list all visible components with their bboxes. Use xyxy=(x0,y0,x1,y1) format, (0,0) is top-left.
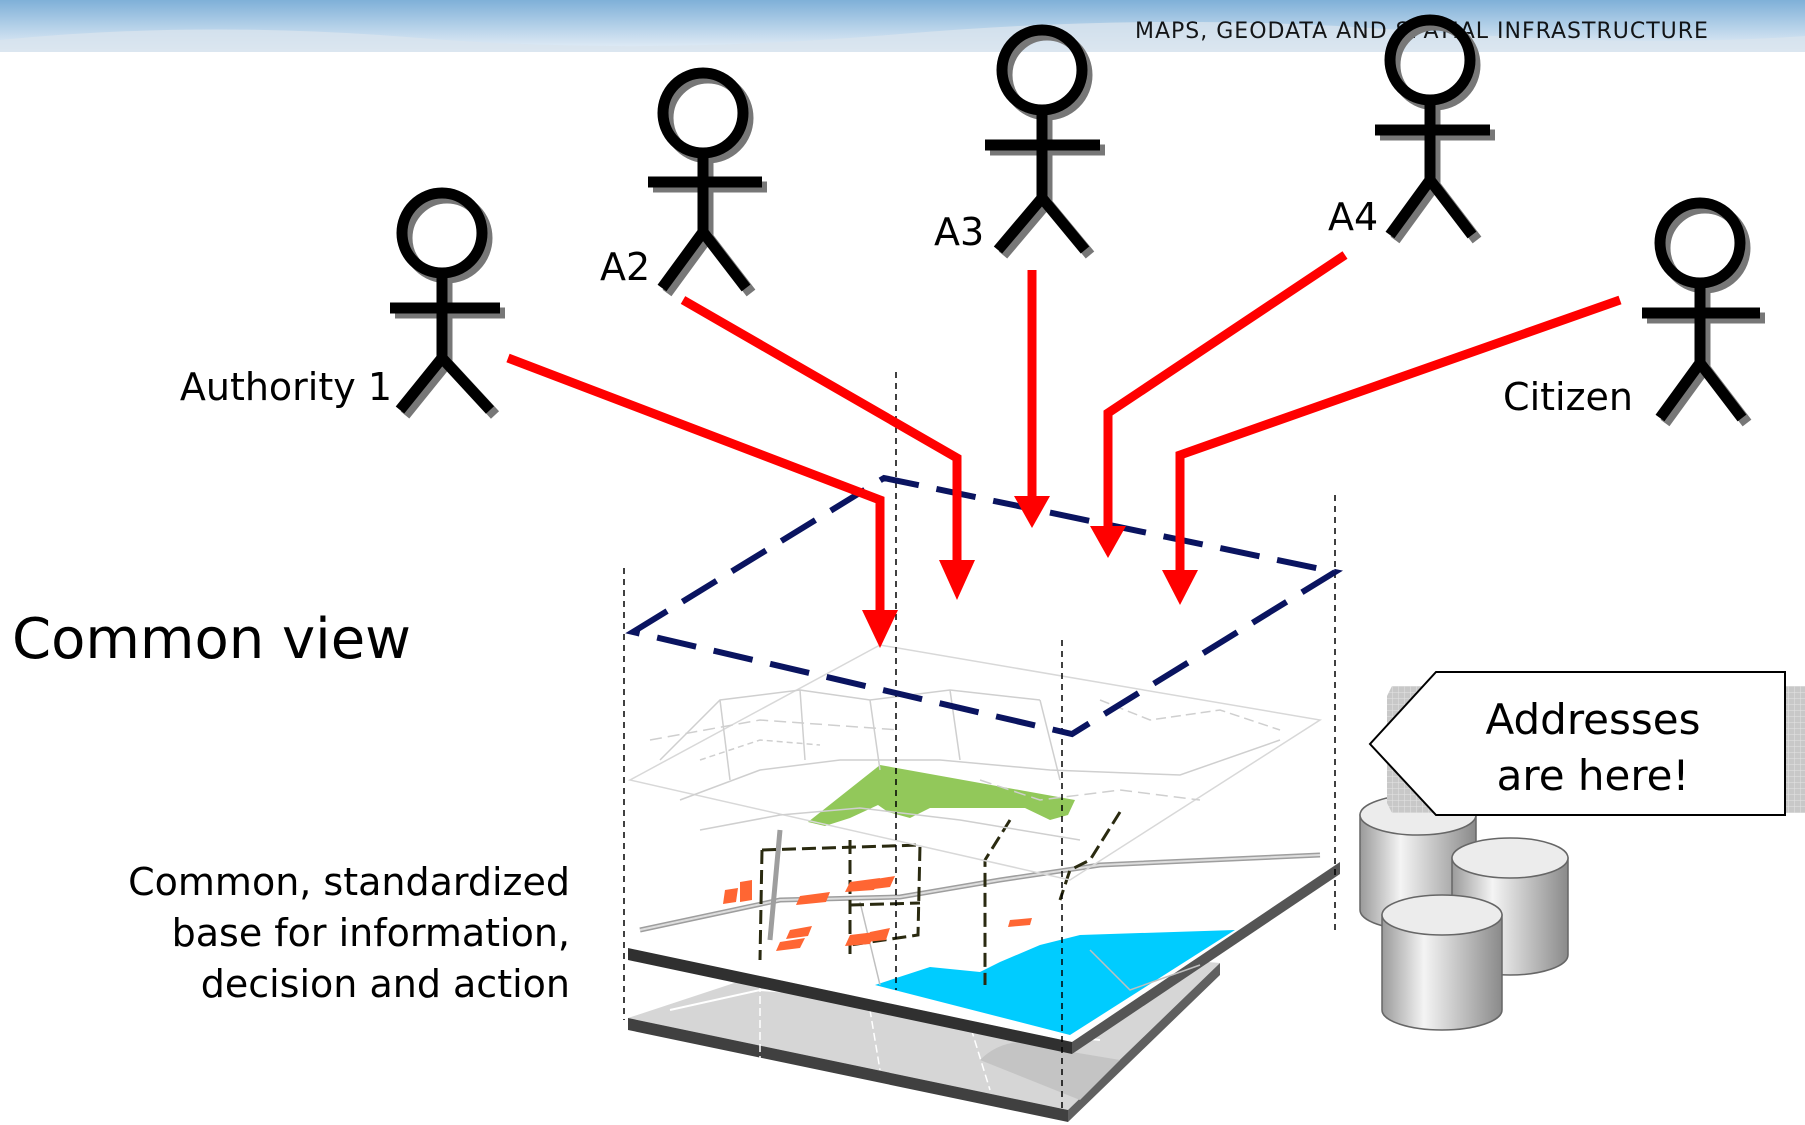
database-icon xyxy=(1359,794,1569,1031)
actor-icon-authority1 xyxy=(390,187,505,419)
actor-icon-a3 xyxy=(985,24,1105,259)
base-description-line3: decision and action xyxy=(201,962,570,1006)
actor-label-a3: A3 xyxy=(934,210,984,254)
arrow-a4 xyxy=(1103,251,1348,528)
arrow-authority1 xyxy=(506,353,885,612)
arrowhead-a2 xyxy=(939,560,975,600)
base-description-line1: Common, standardized xyxy=(128,860,570,904)
park-area xyxy=(808,765,1075,826)
addresses-callout: Addresses are here! xyxy=(1368,671,1805,816)
arrowhead-a4 xyxy=(1090,526,1126,558)
thematic-map-layer xyxy=(628,765,1340,1054)
buildings xyxy=(723,876,1032,951)
arrowheads xyxy=(862,496,1198,648)
actor-label-a4: A4 xyxy=(1328,195,1378,239)
actor-icon-citizen xyxy=(1642,197,1765,427)
common-view-title: Common view xyxy=(12,607,411,672)
actor-icon-a4 xyxy=(1375,14,1495,244)
base-description: Common, standardized base for informatio… xyxy=(128,860,570,1006)
arrowhead-a3 xyxy=(1014,496,1050,528)
actor-label-citizen: Citizen xyxy=(1503,375,1633,419)
arrowhead-citizen xyxy=(1162,570,1198,605)
arrow-citizen xyxy=(1175,295,1622,572)
arrowhead-authority1 xyxy=(862,610,898,648)
callout-line1: Addresses xyxy=(1486,695,1701,744)
common-view-plane xyxy=(625,474,1343,738)
arrows xyxy=(506,251,1622,612)
database-cylinder-3 xyxy=(1381,894,1503,1031)
callout-line2: are here! xyxy=(1497,751,1690,800)
lake-area xyxy=(875,930,1235,1035)
guide-lines xyxy=(623,372,1336,1110)
arrow-a2 xyxy=(680,296,962,562)
actor-figures xyxy=(390,14,1765,427)
actor-label-a2: A2 xyxy=(600,245,650,289)
base-description-line2: base for information, xyxy=(172,911,570,955)
actor-icon-a2 xyxy=(648,67,767,297)
actor-label-authority1: Authority 1 xyxy=(180,365,392,409)
header-banner: MAPS, GEODATA AND SPATIAL INFRASTRUCTURE xyxy=(0,0,1805,52)
street-layer xyxy=(627,644,1323,881)
